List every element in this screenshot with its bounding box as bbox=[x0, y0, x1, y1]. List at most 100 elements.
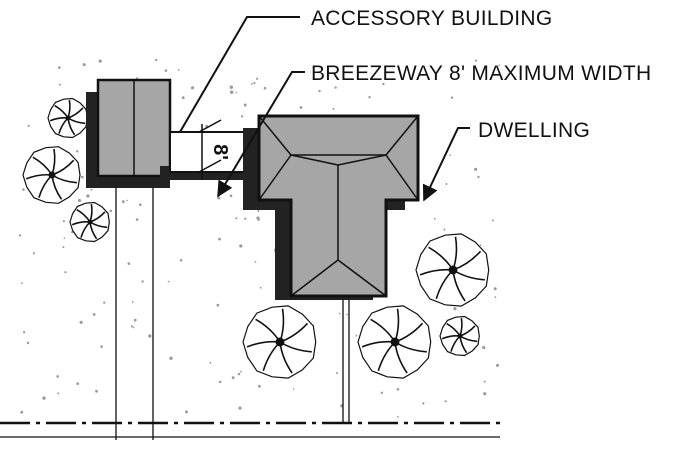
ground-speck bbox=[133, 318, 137, 322]
accessory-building bbox=[86, 78, 172, 188]
ground-speck bbox=[18, 234, 22, 237]
ground-speck bbox=[444, 400, 447, 403]
tree-symbol-icon bbox=[415, 233, 490, 307]
ground-speck bbox=[477, 175, 480, 179]
ground-speck bbox=[243, 103, 247, 107]
ground-speck bbox=[62, 246, 65, 249]
ground-speck bbox=[368, 96, 371, 99]
ground-speck bbox=[164, 69, 168, 72]
ground-speck bbox=[20, 282, 23, 284]
ground-speck bbox=[62, 220, 65, 223]
ground-speck bbox=[496, 363, 499, 367]
ground-speck bbox=[90, 188, 93, 191]
ground-speck bbox=[235, 217, 238, 220]
ground-speck bbox=[230, 90, 234, 94]
ground-speck bbox=[130, 325, 133, 328]
ground-speck bbox=[263, 86, 267, 90]
ground-speck bbox=[132, 326, 135, 329]
dwelling-label: DWELLING bbox=[478, 119, 590, 142]
ground-speck bbox=[209, 361, 212, 364]
property-lines bbox=[0, 175, 500, 440]
ground-speck bbox=[433, 217, 436, 220]
ground-speck bbox=[127, 262, 131, 265]
ground-speck bbox=[148, 334, 152, 338]
ground-speck bbox=[336, 372, 338, 375]
ground-speck bbox=[445, 183, 448, 185]
tree-symbol-icon bbox=[47, 97, 88, 139]
ground-speck bbox=[338, 312, 341, 315]
ground-speck bbox=[443, 228, 446, 231]
ground-speck bbox=[346, 313, 349, 316]
ground-speck bbox=[244, 217, 247, 220]
ground-speck bbox=[42, 396, 46, 400]
ground-speck bbox=[98, 59, 102, 63]
ground-speck bbox=[179, 259, 183, 262]
ground-speck bbox=[254, 261, 257, 263]
tree-symbol-icon bbox=[439, 315, 480, 357]
ground-speck bbox=[121, 200, 125, 204]
ground-speck bbox=[493, 287, 497, 291]
ground-speck bbox=[474, 167, 478, 171]
ground-speck bbox=[22, 188, 25, 191]
ground-speck bbox=[218, 380, 222, 384]
ground-speck bbox=[141, 280, 144, 283]
ground-speck bbox=[79, 320, 83, 324]
ground-speck bbox=[76, 382, 80, 385]
ground-speck bbox=[332, 108, 335, 110]
ground-speck bbox=[239, 244, 243, 248]
ground-speck bbox=[103, 301, 106, 304]
ground-speck bbox=[26, 341, 30, 345]
ground-speck bbox=[292, 388, 295, 390]
ground-speck bbox=[216, 303, 220, 307]
ground-speck bbox=[64, 271, 67, 274]
ground-speck bbox=[169, 356, 173, 360]
ground-speck bbox=[32, 252, 36, 255]
ground-speck bbox=[139, 203, 142, 206]
ground-speck bbox=[479, 244, 482, 246]
ground-speck bbox=[240, 115, 244, 118]
ground-speck bbox=[78, 199, 81, 202]
ground-speck bbox=[63, 237, 66, 239]
ground-speck bbox=[494, 296, 497, 299]
leader-lines bbox=[179, 16, 470, 202]
tree-symbol-icon bbox=[357, 305, 432, 379]
ground-speck bbox=[237, 372, 241, 376]
ground-speck bbox=[155, 58, 158, 62]
ground-speck bbox=[22, 331, 26, 334]
ground-speck bbox=[100, 345, 103, 348]
ground-speck bbox=[177, 69, 180, 71]
ground-speck bbox=[95, 389, 98, 393]
breezeway-dimension bbox=[198, 119, 222, 180]
ground-speck bbox=[238, 406, 242, 410]
ground-speck bbox=[231, 376, 235, 380]
ground-speck bbox=[397, 416, 399, 418]
ground-speck bbox=[259, 286, 262, 289]
ground-speck bbox=[474, 59, 478, 62]
ground-speck bbox=[355, 334, 358, 337]
ground-speck bbox=[258, 384, 261, 388]
ground-speck bbox=[229, 85, 233, 89]
accessory-leader bbox=[179, 16, 300, 133]
ground-speck bbox=[81, 175, 84, 179]
ground-speck bbox=[76, 150, 79, 153]
ground-speck bbox=[380, 391, 384, 394]
ground-speck bbox=[58, 66, 61, 69]
accessory-building-label: ACCESSORY BUILDING bbox=[311, 7, 553, 30]
ground-speck bbox=[450, 96, 454, 99]
ground-speck bbox=[27, 124, 30, 127]
ground-speck bbox=[218, 237, 221, 241]
ground-speck bbox=[181, 96, 185, 100]
ground-speck bbox=[185, 410, 188, 414]
ground-speck bbox=[498, 64, 501, 66]
ground-speck bbox=[86, 194, 90, 198]
ground-speck bbox=[92, 313, 96, 316]
tree-symbol-icon bbox=[22, 146, 81, 204]
trees bbox=[22, 97, 490, 379]
ground-speck bbox=[382, 82, 385, 86]
ground-speck bbox=[57, 392, 60, 395]
dimension-label: 8' bbox=[209, 144, 231, 160]
ground-speck bbox=[20, 410, 24, 414]
ground-speck bbox=[396, 388, 400, 391]
